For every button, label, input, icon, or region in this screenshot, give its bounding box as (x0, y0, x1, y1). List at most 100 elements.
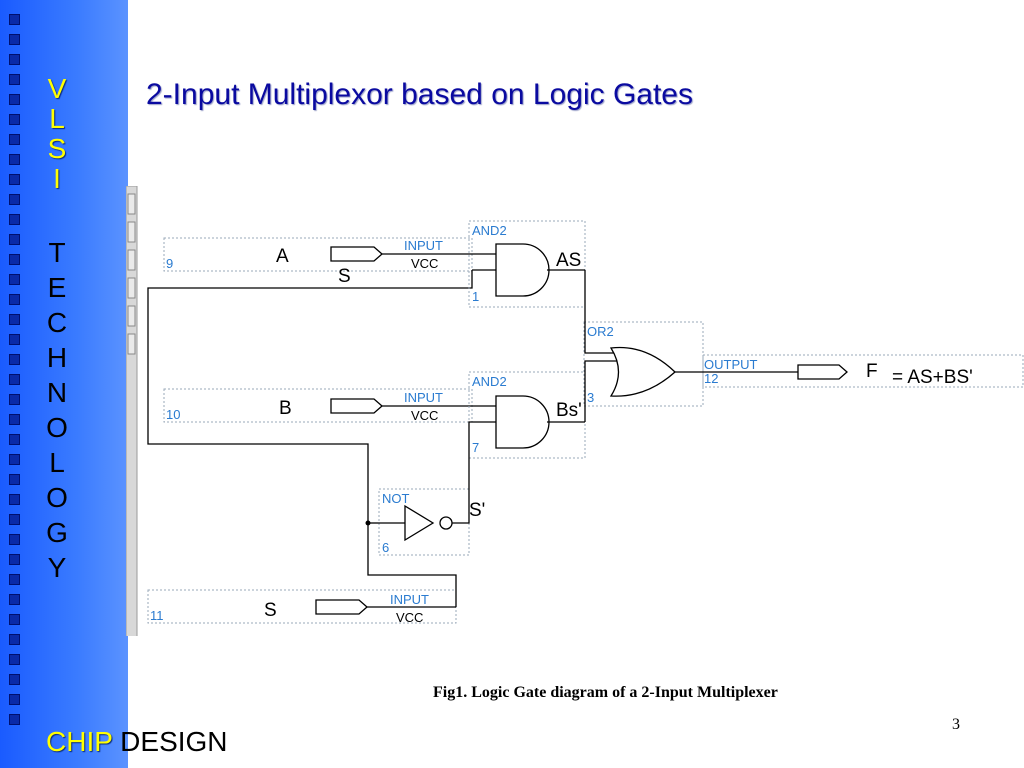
sidebar-letter: C (46, 307, 68, 338)
square-bullet-icon (9, 114, 20, 125)
square-bullet-icon (9, 274, 20, 285)
input-pin-a (330, 246, 383, 262)
square-bullet-icon (9, 494, 20, 505)
output-number: 12 (704, 371, 718, 386)
sidebar-letter: T (48, 237, 66, 268)
square-bullet-icon (9, 94, 20, 105)
not-gate-number: 6 (382, 540, 389, 555)
input-b-signal: B (279, 398, 292, 419)
square-bullet-icon (9, 254, 20, 265)
input-a-number: 9 (166, 256, 173, 271)
square-bullet-icon (9, 234, 20, 245)
and-bottom-output: Bs' (556, 400, 582, 421)
output-signal: F (866, 361, 878, 382)
square-bullet-icon (9, 554, 20, 565)
input-pin-s (315, 599, 368, 615)
square-bullet-icon (9, 374, 20, 385)
square-bullet-icon (9, 614, 20, 625)
output-block: OUTPUT 12 F = AS+BS' (702, 354, 1024, 388)
square-bullet-icon (9, 454, 20, 465)
input-s-block: 11 S INPUT VCC (147, 589, 457, 625)
brand-design: DESIGN (120, 726, 228, 757)
sidebar-letter: G (46, 517, 68, 548)
and-bottom-type: AND2 (472, 374, 507, 389)
square-bullet-icon (9, 574, 20, 585)
square-bullet-icon (9, 414, 20, 425)
square-bullet-icon (9, 674, 20, 685)
input-s-vcc: VCC (396, 610, 423, 625)
input-a-vcc: VCC (411, 256, 438, 271)
square-bullet-icon (9, 54, 20, 65)
input-pin-b (330, 398, 383, 414)
output-port: OUTPUT (704, 357, 758, 372)
figure-caption: Fig1. Logic Gate diagram of a 2-Input Mu… (433, 684, 778, 701)
square-bullet-icon (9, 194, 20, 205)
input-b-block: 10 B INPUT VCC (163, 388, 473, 423)
sidebar-letter: L (49, 447, 65, 478)
square-bullet-icon (9, 214, 20, 225)
square-bullet-icon (9, 354, 20, 365)
and-top-number: 1 (472, 289, 479, 304)
input-a-block: 9 A INPUT VCC (163, 237, 473, 272)
square-bullet-icon (9, 74, 20, 85)
sidebar-letter: H (46, 342, 68, 373)
brand-chip: CHIP (46, 726, 113, 757)
sidebar-letter: E (47, 272, 67, 303)
input-a-signal: A (276, 246, 289, 267)
and-gate-top: AND2 1 AS (468, 220, 586, 308)
input-s-port: INPUT (390, 592, 429, 607)
input-a-port: INPUT (404, 238, 443, 253)
square-bullet-icon (9, 334, 20, 345)
input-b-vcc: VCC (411, 408, 438, 423)
sidebar-letter: I (53, 163, 61, 194)
square-bullet-icon (9, 134, 20, 145)
and-top-type: AND2 (472, 223, 507, 238)
mux-schematic: 9 A INPUT VCC 10 B INPUT VCC 11 S INPUT … (126, 186, 1024, 636)
sidebar-letter: S (47, 133, 67, 164)
not-gate: NOT 6 S' (378, 421, 485, 556)
or-gate-number: 3 (587, 390, 594, 405)
square-bullet-icon (9, 294, 20, 305)
sidebar-letter: N (46, 377, 68, 408)
page-number: 3 (952, 716, 960, 733)
sidebar-letter: Y (47, 552, 67, 583)
select-wire-label: S (338, 266, 351, 287)
editor-toolbar-strip (126, 186, 138, 636)
square-bullet-icon (9, 474, 20, 485)
and-bottom-number: 7 (472, 440, 479, 455)
not-gate-type: NOT (382, 491, 410, 506)
footer-brand: CHIP DESIGN (46, 726, 228, 758)
square-bullet-icon (9, 594, 20, 605)
and-top-output: AS (556, 250, 581, 271)
square-bullet-icon (9, 434, 20, 445)
square-bullet-icon (9, 174, 20, 185)
sidebar-letter: V (47, 73, 67, 104)
slide-title: 2-Input Multiplexor based on Logic Gates (146, 78, 693, 111)
square-bullet-icon (9, 654, 20, 665)
square-bullet-icon (9, 694, 20, 705)
input-s-signal: S (264, 600, 277, 621)
output-pin-f (797, 364, 848, 380)
square-bullet-icon (9, 394, 20, 405)
square-bullet-icon (9, 34, 20, 45)
square-bullet-icon (9, 714, 20, 725)
square-bullet-icon (9, 154, 20, 165)
square-bullet-icon (9, 314, 20, 325)
sidebar: V L S I T E C H N O L O G Y (0, 0, 128, 768)
square-bullet-icon (9, 634, 20, 645)
sidebar-letter: O (46, 412, 68, 443)
not-gate-output: S' (469, 500, 485, 521)
square-bullet-icon (9, 534, 20, 545)
input-b-port: INPUT (404, 390, 443, 405)
square-bullet-icon (9, 14, 20, 25)
sidebar-letter: O (46, 482, 68, 513)
bullet-column (9, 14, 23, 734)
and-gate-bottom: AND2 7 Bs' (468, 371, 586, 459)
input-s-number: 11 (150, 608, 164, 623)
select-wires: S (147, 266, 473, 607)
or-gate-type: OR2 (587, 324, 614, 339)
sidebar-letter: L (49, 103, 65, 134)
or-gate: OR2 3 (583, 270, 704, 422)
input-b-number: 10 (166, 407, 180, 422)
output-equation: = AS+BS' (892, 367, 973, 388)
